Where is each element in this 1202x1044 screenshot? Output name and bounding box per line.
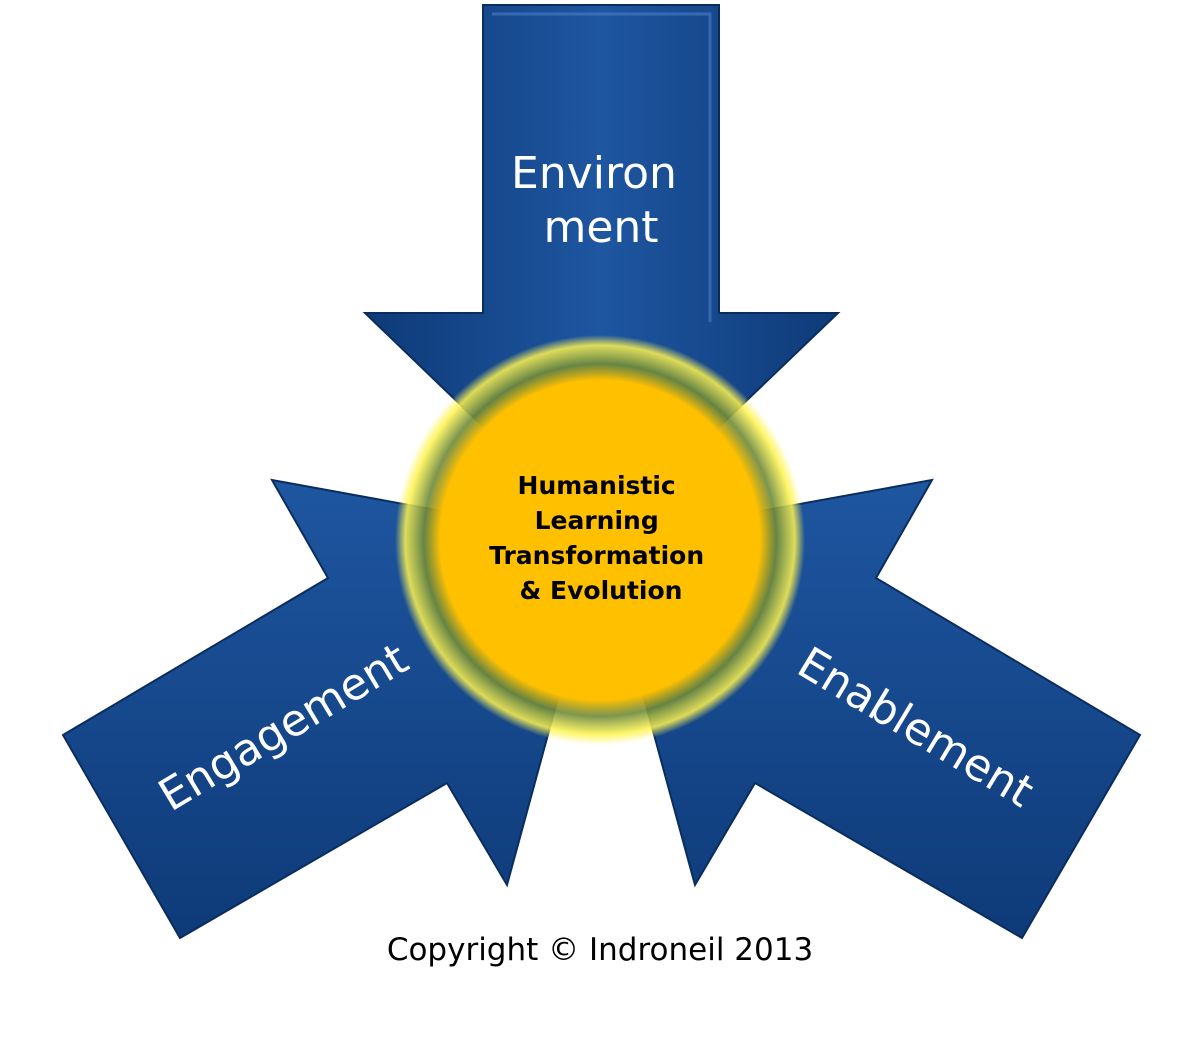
arrow-environment-label-line-2: ment: [543, 202, 658, 253]
arrow-environment-bevel: [492, 12, 712, 322]
copyright-text: Copyright © Indroneil 2013: [387, 932, 813, 968]
center-label-line-4: & Evolution: [520, 576, 683, 605]
center-label-line-1: Humanistic: [518, 471, 676, 500]
center-core: [442, 382, 758, 698]
center-circle: Humanistic Learning Transformation & Evo…: [395, 335, 805, 745]
center-label: Humanistic Learning Transformation & Evo…: [489, 471, 713, 605]
arrow-environment-label-line-1: Environ: [511, 148, 677, 199]
arrow-environment-label: Environ ment: [511, 148, 691, 253]
center-label-line-3: Transformation: [489, 541, 704, 570]
center-label-line-2: Learning: [535, 506, 659, 535]
